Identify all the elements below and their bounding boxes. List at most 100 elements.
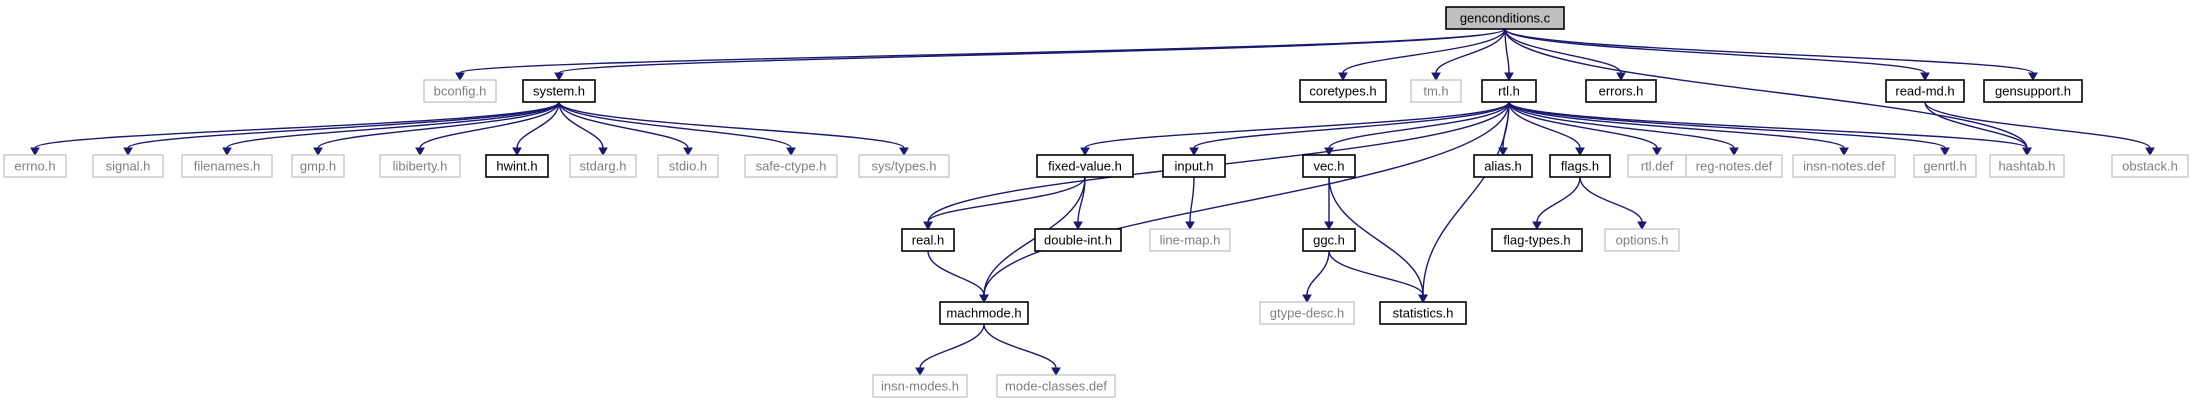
edges-layer — [30, 28, 2155, 377]
node-box — [858, 154, 950, 178]
node-hashtab-h: hashtab.h — [1989, 154, 2065, 178]
node-box — [872, 374, 968, 398]
node-label: signal.h — [106, 159, 151, 174]
edge-system-h-to-sys-types-h — [558, 101, 909, 157]
edge-genconditions-c-to-coretypes-h — [1338, 28, 1506, 82]
node-label: line-map.h — [1160, 233, 1221, 248]
node-label: genrtl.h — [1923, 159, 1966, 174]
edge-system-h-to-errno-h — [30, 101, 560, 157]
node-stdarg-h: stdarg.h — [569, 154, 637, 178]
node-gensupport-h[interactable]: gensupport.h — [1983, 79, 2083, 103]
node-box — [939, 301, 1029, 325]
edge-rtl-h-to-machmode-h — [979, 101, 1510, 304]
node-genconditions-c[interactable]: genconditions.c — [1445, 6, 1565, 30]
node-box — [1302, 228, 1356, 252]
node-libiberty-h: libiberty.h — [379, 154, 461, 178]
edge-rtl-h-to-input-h — [1189, 101, 1510, 157]
node-box — [569, 154, 637, 178]
node-flags-h[interactable]: flags.h — [1549, 154, 1611, 178]
node-box — [485, 154, 549, 178]
node-box — [1473, 154, 1533, 178]
node-label: vec.h — [1313, 159, 1344, 174]
node-box — [1585, 79, 1657, 103]
node-safe-ctype-h: safe-ctype.h — [744, 154, 838, 178]
node-label: hashtab.h — [1998, 159, 2055, 174]
node-rtl-h[interactable]: rtl.h — [1481, 79, 1537, 103]
node-ggc-h[interactable]: ggc.h — [1302, 228, 1356, 252]
edge-machmode-h-to-mode-classes-def — [983, 323, 1061, 377]
node-statistics-h[interactable]: statistics.h — [1379, 301, 1467, 325]
node-box — [1491, 228, 1583, 252]
node-coretypes-h[interactable]: coretypes.h — [1299, 79, 1387, 103]
edge-system-h-to-libiberty-h — [415, 101, 560, 157]
node-label: stdarg.h — [580, 159, 627, 174]
node-errors-h[interactable]: errors.h — [1585, 79, 1657, 103]
node-hwint-h[interactable]: hwint.h — [485, 154, 549, 178]
node-system-h[interactable]: system.h — [522, 79, 596, 103]
node-label: genconditions.c — [1460, 11, 1551, 26]
edge-input-h-to-line-map-h — [1185, 176, 1195, 231]
node-box — [1034, 228, 1122, 252]
node-label: sys/types.h — [871, 159, 936, 174]
node-label: machmode.h — [946, 306, 1021, 321]
node-machmode-h[interactable]: machmode.h — [939, 301, 1029, 325]
edge-system-h-to-signal-h — [123, 101, 560, 157]
node-vec-h[interactable]: vec.h — [1302, 154, 1356, 178]
node-box — [291, 154, 345, 178]
edge-read-md-h-to-hashtab-h — [1924, 101, 2032, 157]
node-insn-modes-h: insn-modes.h — [872, 374, 968, 398]
node-box — [1481, 79, 1537, 103]
node-input-h[interactable]: input.h — [1162, 154, 1226, 178]
node-box — [996, 374, 1116, 398]
node-box — [181, 154, 273, 178]
node-label: libiberty.h — [393, 159, 448, 174]
node-label: errors.h — [1599, 84, 1644, 99]
edge-flags-h-to-options-h — [1579, 176, 1647, 231]
edge-rtl-h-to-reg-notes-def — [1508, 101, 1739, 157]
node-reg-notes-def: reg-notes.def — [1685, 154, 1783, 178]
node-box — [423, 79, 497, 103]
node-label: insn-modes.h — [881, 379, 959, 394]
edge-genconditions-c-to-errors-h — [1504, 28, 1626, 82]
edge-system-h-to-safe-ctype-h — [558, 101, 796, 157]
edge-rtl-h-to-vec-h — [1324, 101, 1510, 157]
node-bconfig-h: bconfig.h — [423, 79, 497, 103]
node-fixed-value-h[interactable]: fixed-value.h — [1036, 154, 1134, 178]
node-signal-h: signal.h — [92, 154, 164, 178]
node-flag-types-h[interactable]: flag-types.h — [1491, 228, 1583, 252]
node-gtype-desc-h: gtype-desc.h — [1259, 301, 1355, 325]
node-box — [1149, 228, 1231, 252]
node-alias-h[interactable]: alias.h — [1473, 154, 1533, 178]
edge-ggc-h-to-statistics-h — [1328, 250, 1428, 304]
node-label: rtl.h — [1498, 84, 1520, 99]
node-label: flags.h — [1561, 159, 1599, 174]
node-read-md-h[interactable]: read-md.h — [1885, 79, 1965, 103]
node-double-int-h[interactable]: double-int.h — [1034, 228, 1122, 252]
edge-ggc-h-to-gtype-desc-h — [1302, 250, 1330, 304]
node-box — [1299, 79, 1387, 103]
node-box — [92, 154, 164, 178]
node-label: real.h — [912, 233, 945, 248]
node-box — [1983, 79, 2083, 103]
node-box — [1036, 154, 1134, 178]
edge-rtl-h-to-fixed-value-h — [1080, 101, 1510, 157]
node-label: insn-notes.def — [1803, 159, 1885, 174]
edge-system-h-to-stdio-h — [558, 101, 693, 157]
node-label: statistics.h — [1393, 306, 1454, 321]
node-box — [1410, 79, 1462, 103]
edge-rtl-h-to-genrtl-h — [1508, 101, 1950, 157]
node-real-h[interactable]: real.h — [901, 228, 955, 252]
edge-machmode-h-to-insn-modes-h — [915, 323, 985, 377]
node-label: ggc.h — [1313, 233, 1345, 248]
node-box — [3, 154, 67, 178]
node-options-h: options.h — [1604, 228, 1680, 252]
node-insn-notes-def: insn-notes.def — [1792, 154, 1896, 178]
node-label: options.h — [1616, 233, 1669, 248]
node-label: tm.h — [1423, 84, 1448, 99]
node-label: gensupport.h — [1995, 84, 2071, 99]
node-mode-classes-def: mode-classes.def — [996, 374, 1116, 398]
edge-system-h-to-gmp-h — [313, 101, 560, 157]
node-label: hwint.h — [496, 159, 537, 174]
edge-system-h-to-hwint-h — [512, 101, 560, 157]
